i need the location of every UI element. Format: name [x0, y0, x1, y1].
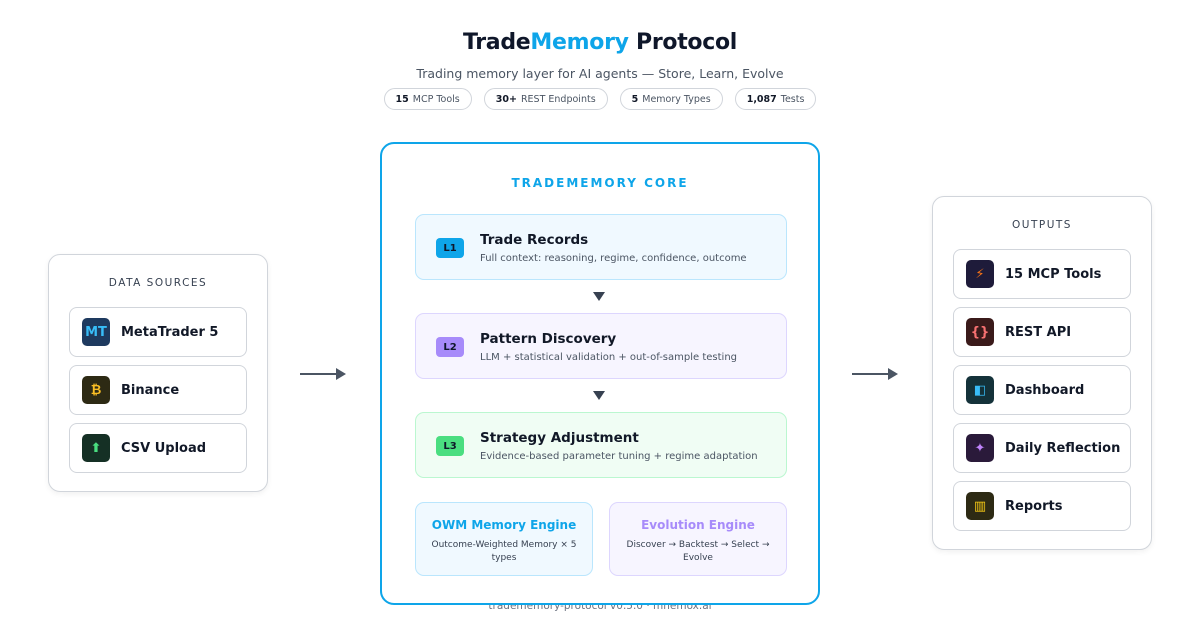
title-prefix: Trade [462, 30, 531, 55]
output-item-reports: ▥ Reports [953, 481, 1131, 531]
arrow-down-icon [593, 292, 605, 301]
layer-badge: L3 [436, 436, 464, 456]
stat-label: REST Endpoints [520, 93, 596, 105]
outputs-panel: OUTPUTS ⚡ 15 MCP Tools {} REST API ◧ Das… [932, 196, 1152, 550]
arrow-sources-to-core [300, 368, 346, 380]
output-item-label: Daily Reflection [1005, 440, 1121, 456]
arrow-core-to-outputs [852, 368, 898, 380]
layer-description: Full context: reasoning, regime, confide… [480, 253, 747, 264]
layer-pattern-discovery: L2 Pattern Discovery LLM + statistical v… [415, 313, 787, 379]
page-subtitle: Trading memory layer for AI agents — Sto… [416, 66, 784, 81]
source-item-label: CSV Upload [121, 440, 207, 456]
layer-badge: L1 [436, 238, 464, 258]
output-item-daily-reflection: ✦ Daily Reflection [953, 423, 1131, 473]
layer-title: Pattern Discovery [480, 331, 617, 347]
source-item-metatrader: MT MetaTrader 5 [69, 307, 247, 357]
data-sources-panel: DATA SOURCES MT MetaTrader 5 ₿ Binance ⬆… [48, 254, 268, 492]
stat-label: Memory Types [642, 93, 711, 105]
arrow-down-icon [593, 391, 605, 400]
engine-title: OWM Memory Engine [431, 518, 577, 532]
layer-badge: L2 [436, 337, 464, 357]
stat-label: MCP Tools [412, 93, 460, 105]
output-item-mcp-tools: ⚡ 15 MCP Tools [953, 249, 1131, 299]
bar-chart-icon: ▥ [966, 492, 994, 520]
engine-description: Discover → Backtest → Select → Evolve [626, 540, 770, 564]
core-title: TRADEMEMORY CORE [511, 176, 689, 190]
stat-value: 1,087 [746, 93, 777, 105]
output-item-rest-api: {} REST API [953, 307, 1131, 357]
output-item-label: Reports [1005, 498, 1063, 514]
layer-title: Strategy Adjustment [480, 430, 639, 446]
title-accent: Memory [530, 30, 629, 55]
source-item-binance: ₿ Binance [69, 365, 247, 415]
braces-icon: {} [966, 318, 994, 346]
output-item-dashboard: ◧ Dashboard [953, 365, 1131, 415]
metatrader-icon: MT [82, 318, 110, 346]
title-suffix: Protocol [628, 30, 738, 55]
output-item-label: 15 MCP Tools [1005, 266, 1102, 282]
layer-description: Evidence-based parameter tuning + regime… [480, 451, 758, 462]
source-item-csv-upload: ⬆ CSV Upload [69, 423, 247, 473]
layer-trade-records: L1 Trade Records Full context: reasoning… [415, 214, 787, 280]
page-title: TradeMemory Protocol [0, 30, 1200, 55]
dashboard-icon: ◧ [966, 376, 994, 404]
stat-pill-rest-endpoints: 30+REST Endpoints [483, 88, 608, 110]
engine-description: Outcome-Weighted Memory × 5 types [431, 540, 577, 564]
upload-icon: ⬆ [82, 434, 110, 462]
source-item-label: Binance [121, 382, 180, 398]
engine-title: Evolution Engine [641, 518, 755, 532]
binance-icon: ₿ [82, 376, 110, 404]
owm-memory-engine: OWM Memory Engine Outcome-Weighted Memor… [415, 502, 593, 576]
layer-strategy-adjustment: L3 Strategy Adjustment Evidence-based pa… [415, 412, 787, 478]
data-sources-title: DATA SOURCES [108, 277, 208, 289]
stat-value: 5 [631, 93, 639, 105]
output-item-label: Dashboard [1005, 382, 1085, 398]
sparkle-icon: ✦ [966, 434, 994, 462]
stat-value: 30+ [495, 93, 517, 105]
source-item-label: MetaTrader 5 [121, 324, 219, 340]
stat-label: Tests [780, 93, 805, 105]
evolution-engine: Evolution Engine Discover → Backtest → S… [609, 502, 787, 576]
layer-title: Trade Records [480, 232, 589, 248]
core-panel: TRADEMEMORY CORE L1 Trade Records Full c… [380, 142, 820, 605]
layer-description: LLM + statistical validation + out-of-sa… [480, 352, 738, 363]
output-item-label: REST API [1005, 324, 1072, 340]
lightning-icon: ⚡ [966, 260, 994, 288]
outputs-title: OUTPUTS [1012, 219, 1072, 231]
stat-value: 15 [395, 93, 409, 105]
